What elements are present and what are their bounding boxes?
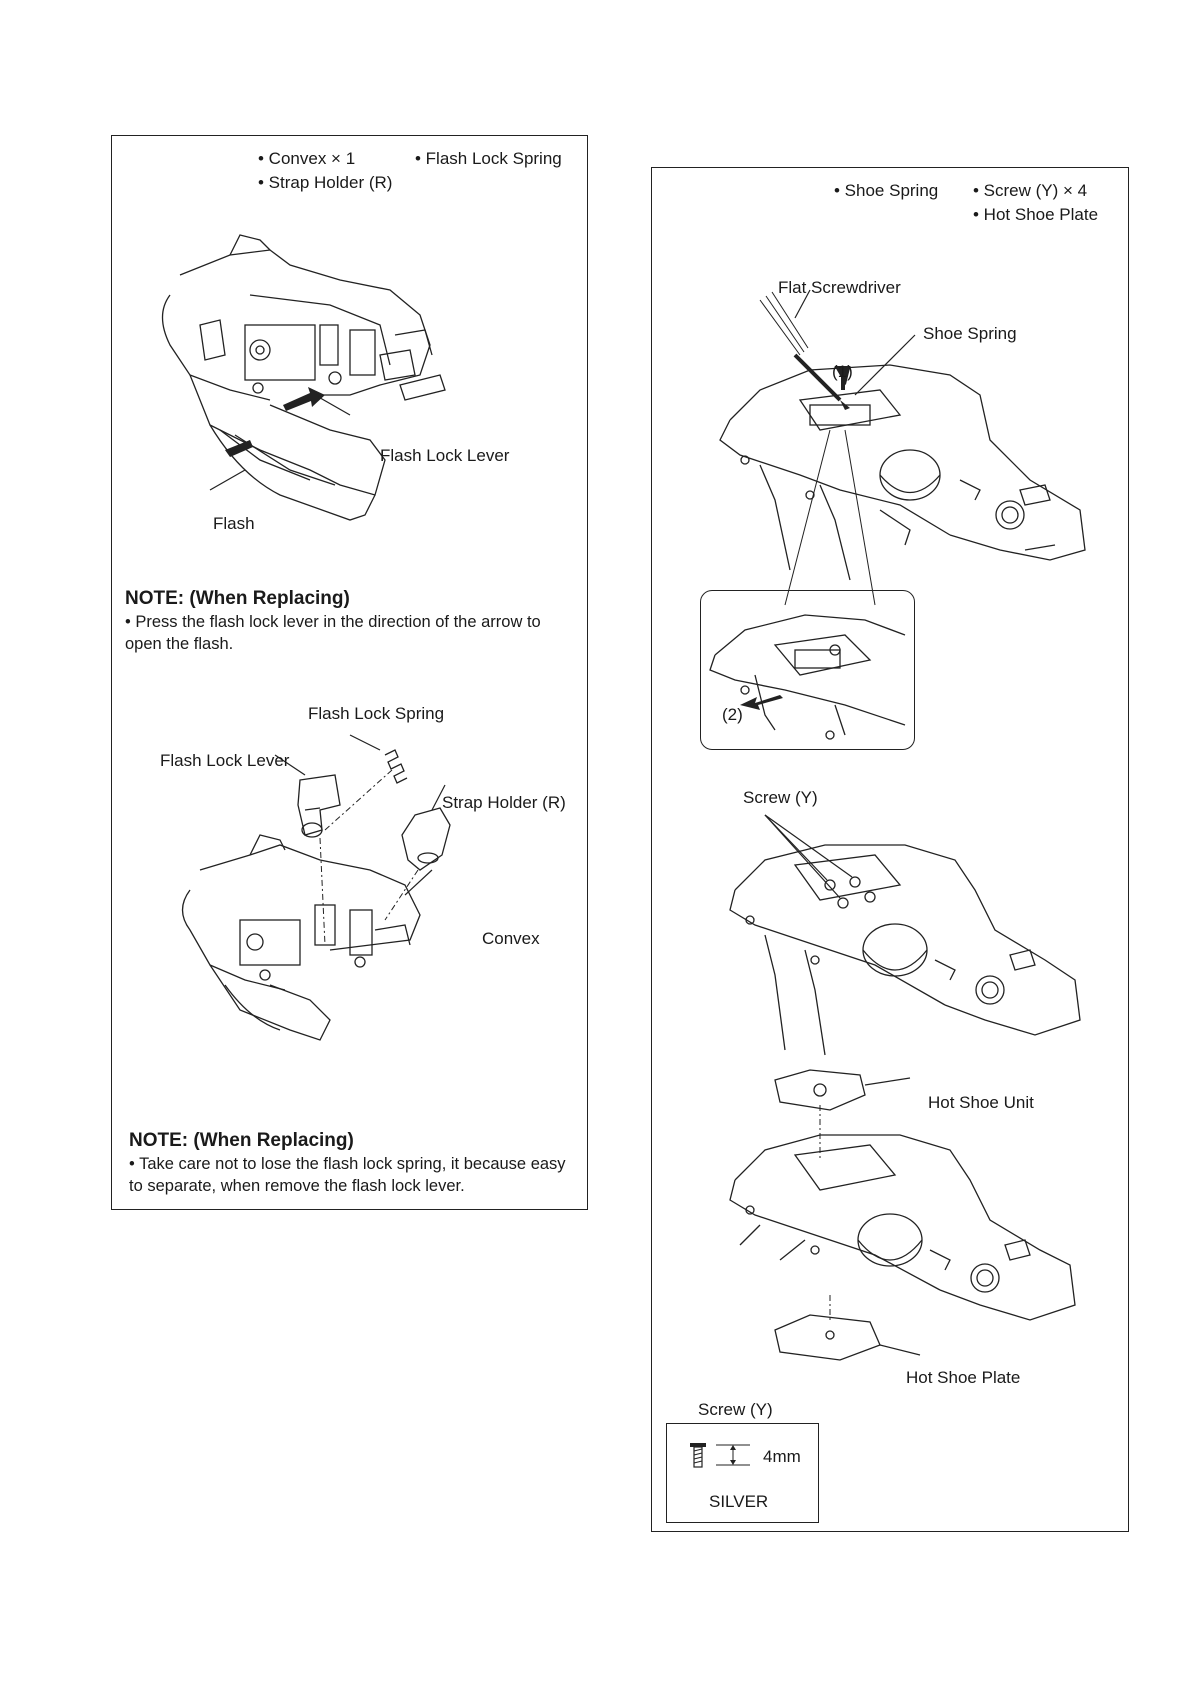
part-flash-lock-spring: • Flash Lock Spring: [415, 149, 562, 168]
label-strap-holder: Strap Holder (R): [442, 793, 566, 812]
label-hot-shoe-unit: Hot Shoe Unit: [928, 1093, 1034, 1112]
label-screw-y: Screw (Y): [743, 788, 818, 807]
label-flash-lock-lever-2: Flash Lock Lever: [160, 751, 290, 770]
part-shoe-spring: • Shoe Spring: [834, 181, 939, 200]
label-shoe-spring: Shoe Spring: [923, 324, 1017, 343]
note1-heading: NOTE: (When Replacing): [125, 588, 350, 609]
screw-removal-illustration: [729, 814, 1081, 1056]
note2-heading: NOTE: (When Replacing): [129, 1130, 354, 1151]
camera-flash-illustration: [161, 234, 446, 521]
screw-color: SILVER: [709, 1492, 769, 1511]
right-panel: [651, 167, 1129, 1532]
screw-spec-box: [666, 1423, 819, 1523]
screw-spec-title: Screw (Y): [698, 1400, 773, 1419]
part-convex: • Convex × 1: [258, 149, 356, 168]
label-flash-lock-lever: Flash Lock Lever: [380, 446, 510, 465]
label-flash-lock-spring: Flash Lock Spring: [308, 704, 445, 723]
part-screw-y: • Screw (Y) × 4: [973, 181, 1088, 200]
left-panel: [111, 135, 588, 1210]
label-flat-screwdriver: Flat Screwdriver: [778, 278, 901, 297]
note1-body: • Press the flash lock lever in the dire…: [125, 613, 541, 653]
label-step-1: (1): [832, 362, 853, 381]
note2-body: • Take care not to lose the flash lock s…: [129, 1155, 566, 1195]
label-hot-shoe-plate: Hot Shoe Plate: [906, 1368, 1021, 1387]
exploded-view-illustration: [181, 734, 451, 1041]
label-flash: Flash: [213, 514, 255, 533]
part-hot-shoe-plate: • Hot Shoe Plate: [973, 205, 1099, 224]
inset-detail-illustration: [709, 614, 906, 740]
label-step-2: (2): [722, 705, 743, 724]
screw-length: 4mm: [763, 1447, 801, 1466]
label-convex: Convex: [482, 929, 540, 948]
inset-detail-box: [700, 590, 915, 750]
hot-shoe-exploded-illustration: [729, 1069, 1076, 1361]
screw-icon: [690, 1443, 750, 1468]
shoe-spring-removal-illustration: [719, 289, 1086, 606]
part-strap-holder: • Strap Holder (R): [258, 173, 393, 192]
